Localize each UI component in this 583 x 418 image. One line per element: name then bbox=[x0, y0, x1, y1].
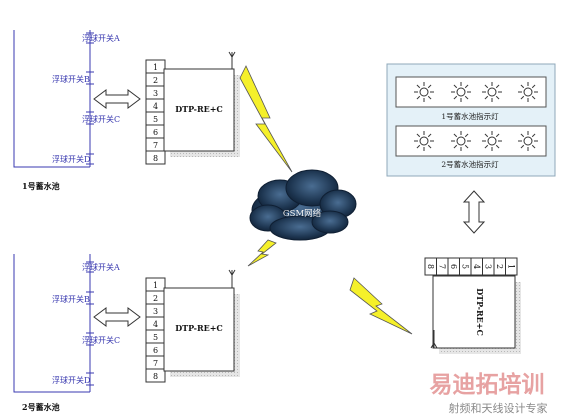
pool-2-float-markers bbox=[86, 261, 94, 386]
pool-2-float-a-label: 浮球开关A bbox=[82, 262, 120, 272]
pool-1-name: 1号蓄水池 bbox=[22, 181, 60, 191]
pool-1-float-c-label: 浮球开关C bbox=[82, 114, 120, 124]
pool-2-name: 2号蓄水池 bbox=[22, 402, 60, 412]
receiver-terminal-number: 2 bbox=[495, 264, 504, 269]
pool-1-terminal-number: 7 bbox=[153, 141, 158, 150]
gsm-cloud: GSM网络 bbox=[249, 169, 357, 241]
indicator-row-1-lamp-icon bbox=[482, 82, 502, 102]
watermark: 易迪拓培训 射频和天线设计专家 bbox=[430, 371, 548, 415]
pool-1-terminal-strip: 1 2 3 4 5 6 7 8 bbox=[145, 59, 166, 165]
lightning-bolt-middle bbox=[247, 239, 277, 267]
watermark-brand: 易迪拓培训 bbox=[430, 371, 545, 398]
indicator-row-1-lamp-icon bbox=[414, 82, 434, 102]
pool-1-link-arrow bbox=[93, 89, 141, 109]
pool-1-group: 浮球开关A 浮球开关B 浮球开关C 浮球开关D 1号蓄水池 1 2 3 4 5 6 7 8 D… bbox=[13, 30, 240, 191]
pool-2-tank-outline bbox=[13, 254, 90, 393]
receiver-antenna-tip bbox=[430, 342, 438, 349]
pool-2-antenna-tip bbox=[228, 269, 236, 276]
indicator-row-1-label: 1号蓄水池指示灯 bbox=[441, 111, 499, 121]
receiver-device-label: DTP-RE+C bbox=[475, 288, 485, 336]
lightning-bolt-bottom bbox=[349, 277, 413, 335]
watermark-slogan: 射频和天线设计专家 bbox=[449, 401, 548, 415]
receiver-terminal-number: 8 bbox=[426, 264, 435, 269]
pool-2-group: 浮球开关A 浮球开关B 浮球开关C 浮球开关D 2号蓄水池 1 2 3 4 5 6 7 8 D… bbox=[13, 254, 240, 412]
pool-2-terminal-number: 1 bbox=[153, 281, 158, 290]
indicator-row-1-lamp-icon bbox=[451, 82, 471, 102]
pool-2-terminal-number: 5 bbox=[153, 333, 158, 342]
indicator-row-2-lamp-icon bbox=[482, 131, 502, 151]
receiver-device bbox=[432, 275, 516, 349]
pool-1-device-label: DTP-RE+C bbox=[175, 104, 223, 114]
pool-1-float-d-label: 浮球开关D bbox=[52, 154, 90, 164]
indicator-row-2-lamp-icon bbox=[451, 131, 471, 151]
pool-2-terminal-number: 6 bbox=[153, 346, 158, 355]
pool-2-terminal-number: 3 bbox=[153, 307, 158, 316]
indicator-row-1-lamp-icon bbox=[518, 82, 538, 102]
pool-2-terminal bbox=[145, 368, 166, 383]
indicator-row-1-lamps bbox=[414, 82, 538, 102]
pool-1-terminal-number: 6 bbox=[153, 128, 158, 137]
indicator-row-2-label: 2号蓄水池指示灯 bbox=[441, 159, 499, 169]
pool-2-terminal-number: 7 bbox=[153, 359, 158, 368]
receiver-terminal-number: 6 bbox=[449, 264, 458, 269]
pool-1-terminal-number: 8 bbox=[153, 154, 158, 163]
receiver-terminal-number: 5 bbox=[460, 264, 469, 269]
indicator-row-2-lamp-icon bbox=[414, 131, 434, 151]
pool-1-float-markers bbox=[86, 32, 94, 165]
pool-1-float-a-label: 浮球开关A bbox=[82, 33, 120, 43]
pool-2-terminal-number: 4 bbox=[153, 320, 158, 329]
pool-2-float-d-label: 浮球开关D bbox=[52, 375, 90, 385]
pool-1-terminal bbox=[145, 150, 166, 165]
receiver-terminal-number: 3 bbox=[483, 264, 492, 269]
receiver-terminal-number: 4 bbox=[472, 264, 481, 269]
receiver-terminal-number: 7 bbox=[437, 264, 446, 269]
pool-1-terminal-number: 2 bbox=[153, 76, 158, 85]
pool-1-device bbox=[163, 68, 235, 152]
indicator-row-2-lamp-icon bbox=[518, 131, 538, 151]
indicator-row-2-lamps bbox=[414, 131, 538, 151]
lightning-bolt-top bbox=[239, 65, 293, 173]
panel-link-arrow bbox=[462, 190, 486, 234]
pool-1-terminal-number: 4 bbox=[153, 102, 158, 111]
pool-2-float-c-label: 浮球开关C bbox=[82, 335, 120, 345]
pool-2-float-b-label: 浮球开关B bbox=[52, 294, 90, 304]
pool-2-device-label: DTP-RE+C bbox=[175, 323, 223, 333]
pool-1-terminal-number: 1 bbox=[153, 63, 158, 72]
gsm-network-label: GSM网络 bbox=[283, 208, 322, 219]
pool-2-terminal-number: 8 bbox=[153, 372, 158, 381]
pool-1-tank-outline bbox=[13, 30, 90, 168]
pool-2-terminal-strip: 1 2 3 4 5 6 7 8 bbox=[145, 277, 166, 383]
receiver-terminal bbox=[505, 257, 518, 276]
pool-2-link-arrow bbox=[93, 307, 141, 327]
pool-1-terminal-number: 3 bbox=[153, 89, 158, 98]
pool-1-terminal-number: 5 bbox=[153, 115, 158, 124]
pool-2-device bbox=[163, 287, 235, 372]
pool-2-terminal-number: 2 bbox=[153, 294, 158, 303]
pool-1-antenna-tip bbox=[228, 51, 236, 58]
pool-1-float-b-label: 浮球开关B bbox=[52, 74, 90, 84]
receiver-terminal-number: 1 bbox=[506, 264, 515, 269]
indicator-panel: 1号蓄水池指示灯 2号蓄水池指示灯 bbox=[386, 63, 556, 177]
